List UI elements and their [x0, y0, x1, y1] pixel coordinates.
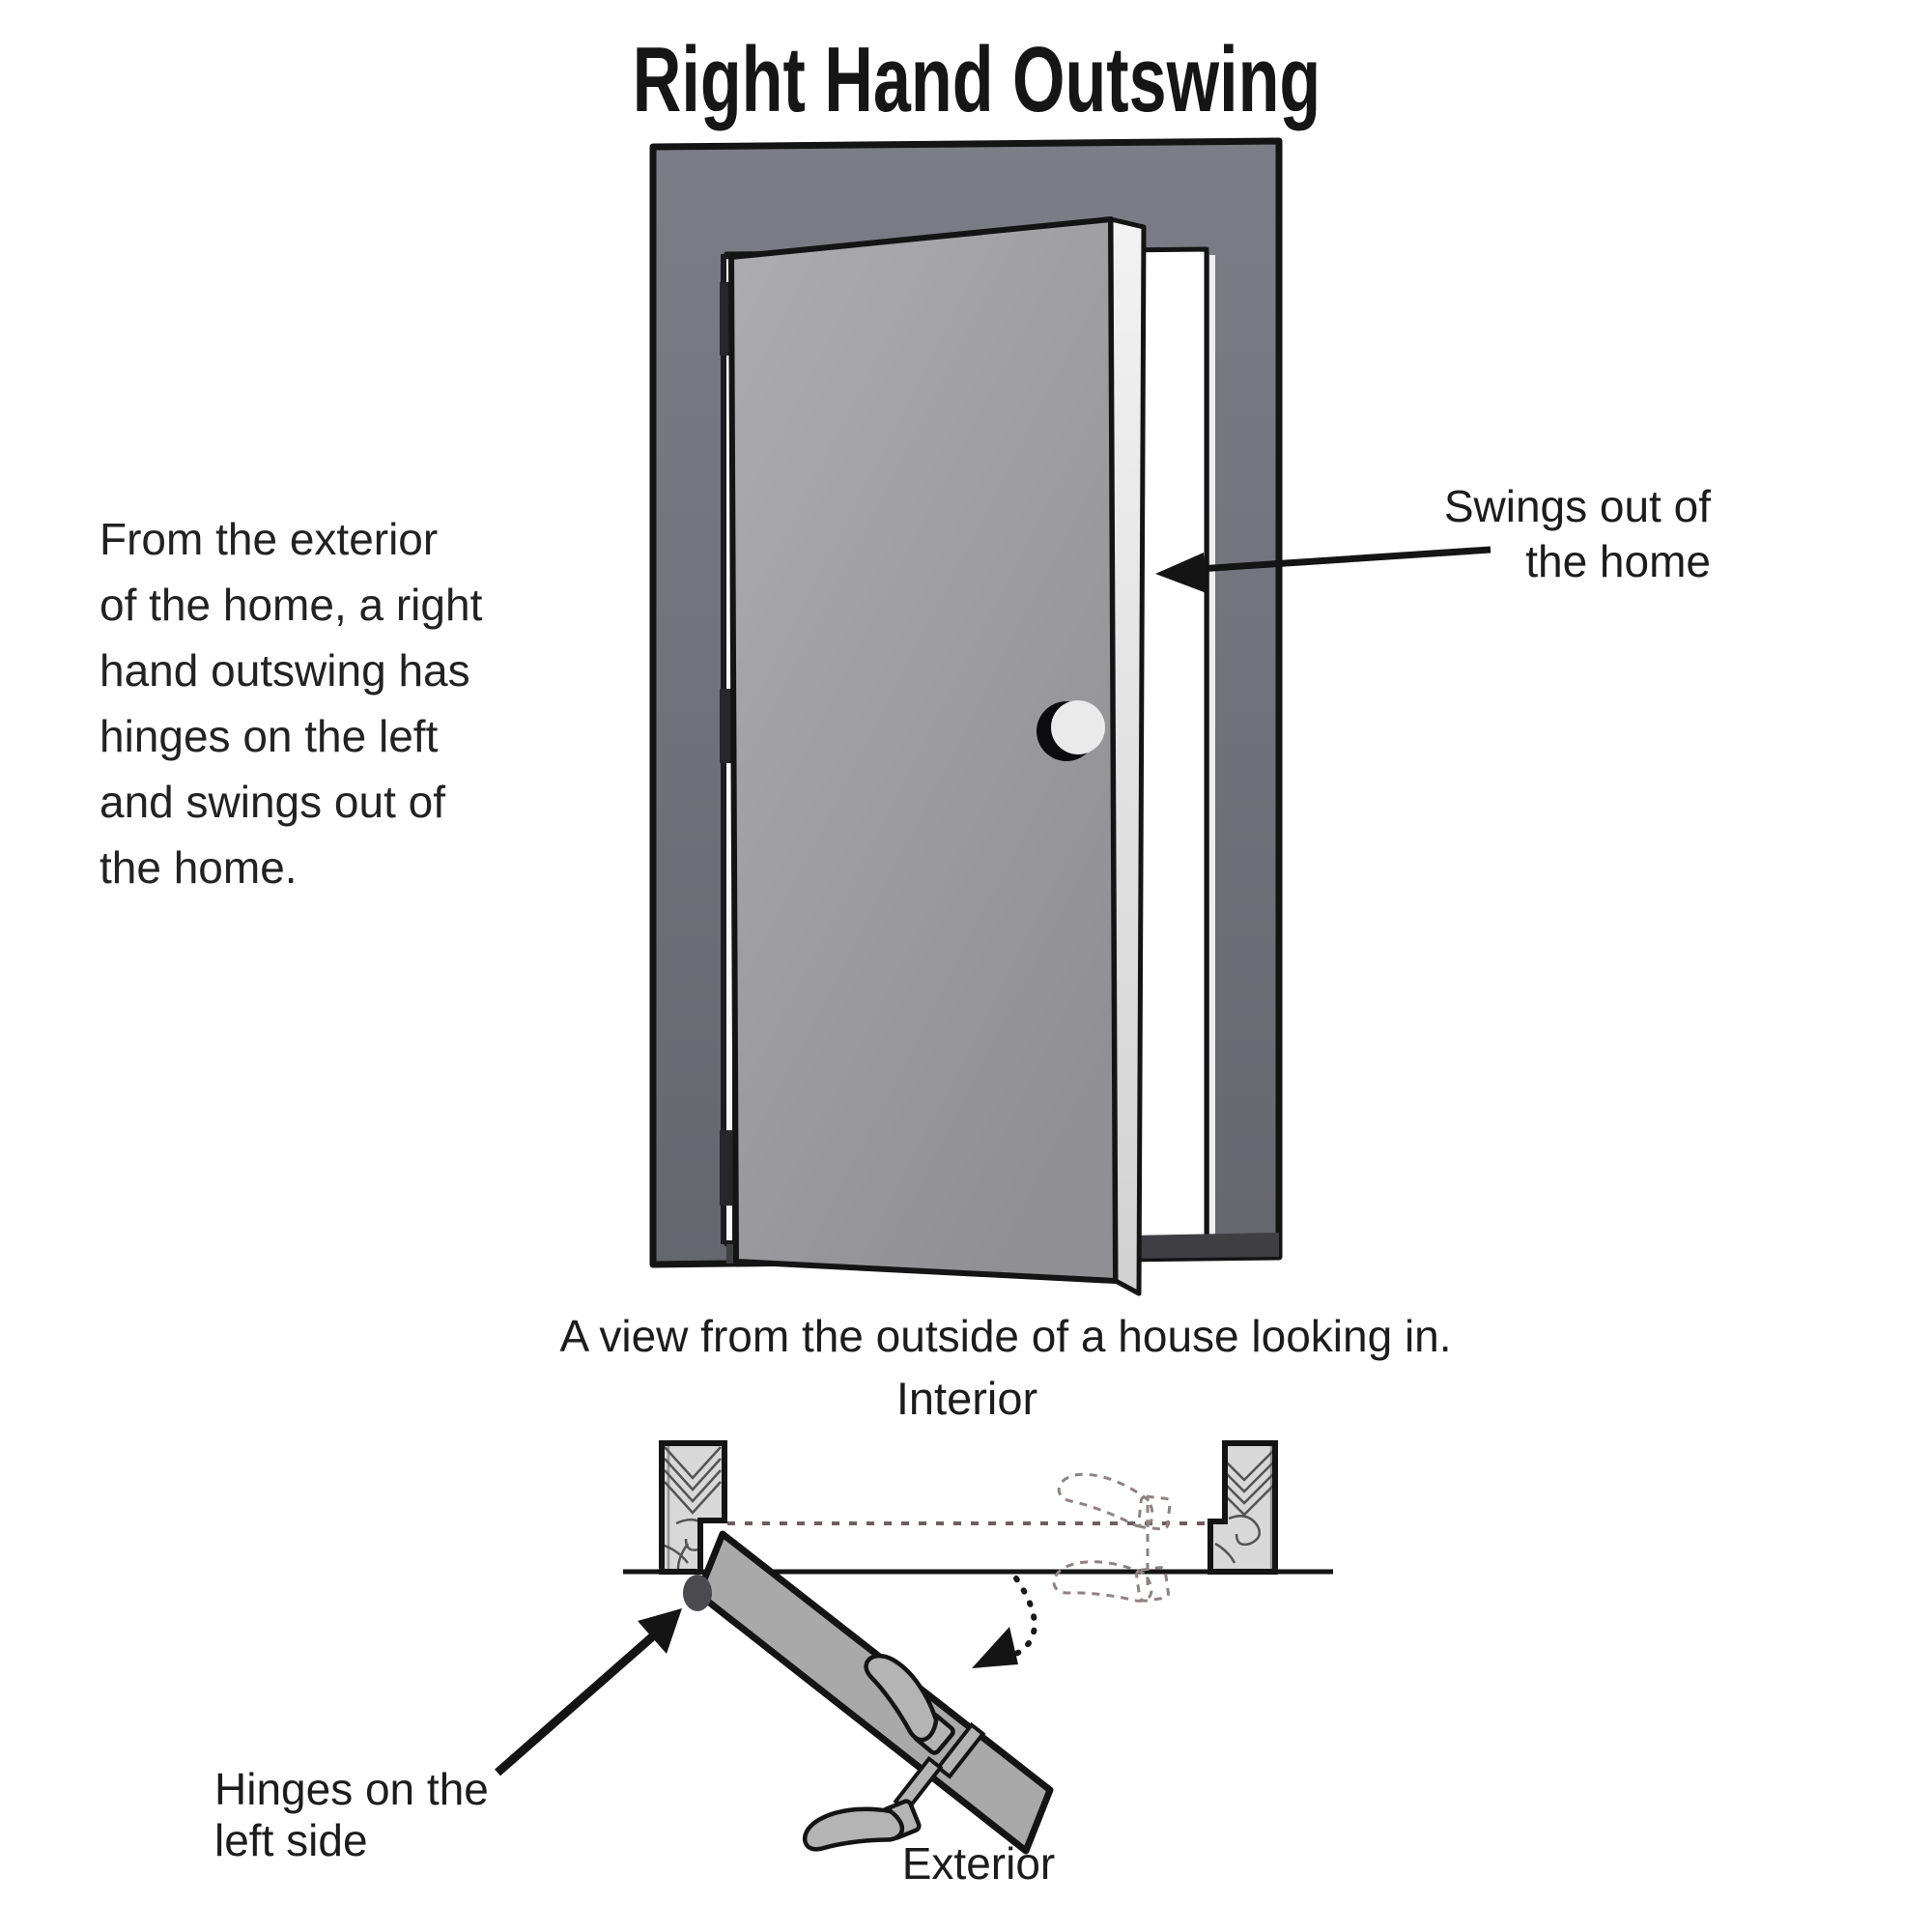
plan-door-slab: [695, 1530, 1054, 1855]
hinge-pivot-icon: [683, 1575, 712, 1611]
swing-arc: [1011, 1576, 1037, 1658]
plan-view-diagram: [495, 1440, 1333, 1870]
right-jamb: [1208, 1440, 1278, 1575]
left-jamb: [659, 1440, 727, 1575]
hinge-arrow-line: [495, 1631, 658, 1776]
right-jamb-highlight: [1209, 255, 1215, 1235]
door-edge: [1108, 216, 1147, 1296]
door-lever-exterior: [799, 1785, 922, 1870]
swings-out-label: Swings out of the home: [1443, 481, 1711, 586]
door-lever-interior: [849, 1647, 955, 1755]
swing-arc-arrow-head-icon: [972, 1627, 1018, 1668]
swing-arrow-head-icon: [1155, 553, 1207, 593]
hinges-label: Hinges on the left side: [214, 1764, 489, 1865]
ghost-lever-interior: [1054, 1469, 1172, 1531]
swing-arrow-line: [1182, 546, 1492, 574]
door-knob-icon: [1051, 700, 1105, 754]
left-jamb-wood-grain: [664, 1443, 722, 1572]
view-caption: A view from the outside of a house looki…: [559, 1311, 1452, 1361]
latch-plate-interior: [935, 1721, 986, 1779]
ghost-handle: [1050, 1469, 1172, 1614]
interior-label: Interior: [895, 1373, 1038, 1424]
hinge-arrow-head-icon: [638, 1608, 682, 1654]
right-jamb-wood-grain: [1212, 1443, 1275, 1572]
front-view-illustration: [649, 137, 1492, 1296]
description-text: From the exterior of the home, a right h…: [99, 514, 483, 893]
page-title: Right Hand Outswing: [632, 28, 1321, 131]
exterior-label: Exterior: [901, 1838, 1056, 1889]
ghost-lever-exterior: [1050, 1551, 1170, 1614]
